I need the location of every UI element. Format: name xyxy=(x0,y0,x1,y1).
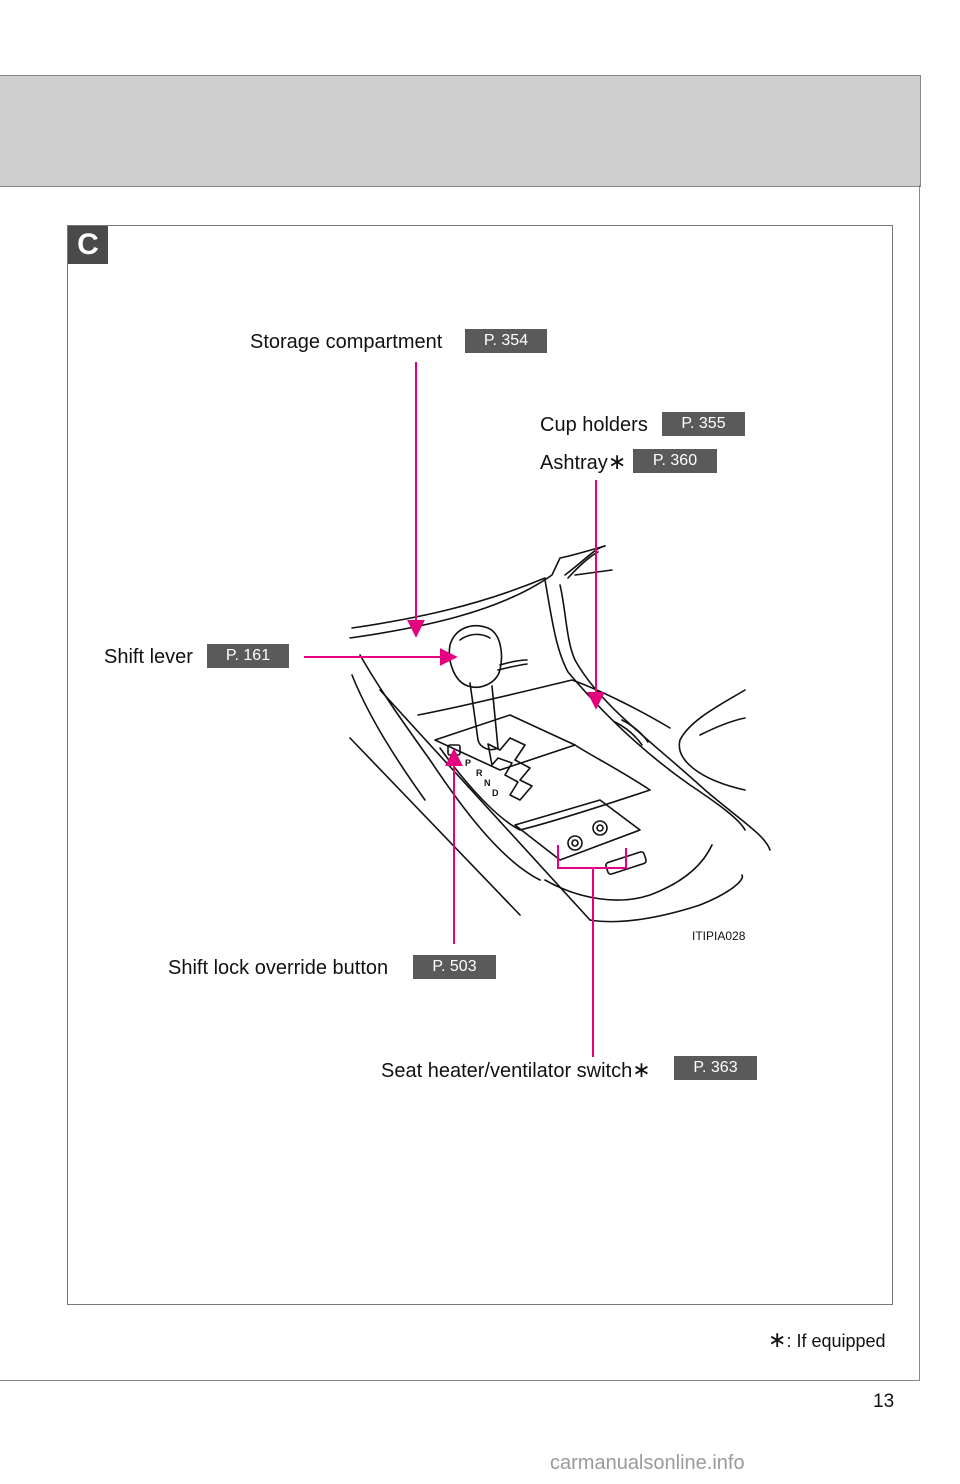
ashtray-ref[interactable]: P. 360 xyxy=(633,449,717,473)
shift-lock-override-label: Shift lock override button xyxy=(168,957,389,979)
gear-letter-d: D xyxy=(492,788,499,798)
storage-compartment-label: Storage compartment xyxy=(250,331,443,353)
page-number: 13 xyxy=(873,1391,895,1412)
footnote-text: : If equipped xyxy=(786,1331,886,1351)
section-badge: C xyxy=(68,226,108,264)
gear-letter-p: P xyxy=(465,758,471,768)
equipped-asterisk-icon: ∗ xyxy=(607,449,627,474)
footnote-asterisk-icon: ∗ xyxy=(768,1327,787,1352)
cup-holders-label: Cup holders xyxy=(540,414,648,436)
footer-rule xyxy=(0,1380,920,1381)
seat-heater-text: Seat heater/ventilator switch xyxy=(381,1060,633,1082)
illustration-id: ITIPIA028 xyxy=(692,929,746,943)
right-margin-rule xyxy=(919,185,920,1380)
seat-heater-ref[interactable]: P. 363 xyxy=(674,1056,757,1080)
storage-compartment-ref[interactable]: P. 354 xyxy=(465,329,547,353)
shift-lever-ref[interactable]: P. 161 xyxy=(207,644,289,668)
gear-letter-r: R xyxy=(476,768,483,778)
ashtray-label: Ashtray∗ xyxy=(540,449,626,475)
shift-lock-override-ref[interactable]: P. 503 xyxy=(413,955,496,979)
watermark: carmanualsonline.info xyxy=(550,1452,745,1474)
seat-heater-label: Seat heater/ventilator switch∗ xyxy=(381,1057,651,1083)
shift-lever-label: Shift lever xyxy=(104,646,193,668)
illustration-panel: C xyxy=(67,225,893,1305)
header-band xyxy=(0,75,921,187)
ashtray-text: Ashtray xyxy=(540,452,608,474)
equipped-asterisk-icon: ∗ xyxy=(632,1057,651,1082)
gear-letter-n: N xyxy=(484,778,491,788)
cup-holders-ref[interactable]: P. 355 xyxy=(662,412,745,436)
footnote: ∗: If equipped xyxy=(768,1327,886,1353)
